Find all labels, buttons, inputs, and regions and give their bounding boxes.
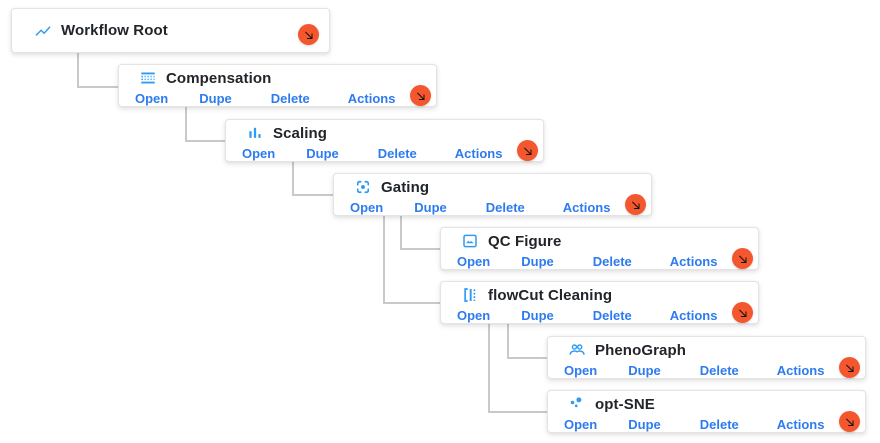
center-focus-icon [354, 178, 372, 196]
node-arrow-badge-button[interactable] [839, 411, 860, 432]
open-link[interactable]: Open [242, 146, 276, 161]
connector-line [185, 107, 187, 141]
node-workflow-root: Workflow Root [11, 8, 330, 53]
connector-line [77, 53, 79, 87]
south-east-arrow-icon [844, 416, 856, 428]
actions-link[interactable]: Actions [454, 146, 503, 161]
image-icon [461, 232, 479, 250]
connector-line [488, 411, 547, 413]
south-east-arrow-icon [630, 199, 642, 211]
node-phenograph: PhenoGraph Open Dupe Delete Actions [547, 336, 866, 379]
node-flowcut-cleaning: flowCut Cleaning Open Dupe Delete Action… [440, 281, 759, 324]
node-arrow-badge-button[interactable] [839, 357, 860, 378]
delete-link[interactable]: Delete [699, 417, 739, 432]
delete-link[interactable]: Delete [377, 146, 417, 161]
connector-line [383, 302, 440, 304]
open-link[interactable]: Open [564, 417, 598, 432]
connector-line [383, 216, 385, 303]
node-title-row: Gating [334, 174, 651, 200]
node-actions-row: Open Dupe Delete Actions [334, 200, 651, 215]
node-actions-row: Open Dupe Delete Actions [441, 308, 758, 323]
node-arrow-badge-button[interactable] [625, 194, 646, 215]
node-compensation: Compensation Open Dupe Delete Actions [118, 64, 437, 107]
connector-line [488, 324, 490, 412]
dupe-link[interactable]: Dupe [628, 417, 661, 432]
actions-link[interactable]: Actions [776, 417, 825, 432]
actions-link[interactable]: Actions [776, 363, 825, 378]
node-title: Gating [381, 178, 430, 196]
scatter-plot-icon [568, 395, 586, 413]
node-opt-sne: opt-SNE Open Dupe Delete Actions [547, 390, 866, 433]
dupe-link[interactable]: Dupe [414, 200, 447, 215]
open-link[interactable]: Open [457, 308, 491, 323]
node-actions-row: Open Dupe Delete Actions [548, 363, 865, 378]
south-east-arrow-icon [415, 90, 427, 102]
node-arrow-badge-button[interactable] [298, 24, 319, 45]
node-title: Workflow Root [61, 22, 168, 39]
node-title-row: PhenoGraph [548, 337, 865, 363]
dupe-link[interactable]: Dupe [521, 254, 554, 269]
delete-link[interactable]: Delete [699, 363, 739, 378]
open-link[interactable]: Open [135, 91, 169, 106]
south-east-arrow-icon [737, 253, 749, 265]
dupe-link[interactable]: Dupe [628, 363, 661, 378]
node-qc-figure: QC Figure Open Dupe Delete Actions [440, 227, 759, 270]
south-east-arrow-icon [737, 307, 749, 319]
node-actions-row: Open Dupe Delete Actions [119, 91, 436, 106]
connector-line [400, 216, 402, 249]
open-link[interactable]: Open [350, 200, 384, 215]
node-actions-row: Open Dupe Delete Actions [226, 146, 543, 161]
node-actions-row: Open Dupe Delete Actions [548, 417, 865, 432]
connector-line [292, 194, 333, 196]
delete-link[interactable]: Delete [270, 91, 310, 106]
delete-link[interactable]: Delete [592, 254, 632, 269]
node-title-row: QC Figure [441, 228, 758, 254]
actions-link[interactable]: Actions [669, 308, 718, 323]
node-gating: Gating Open Dupe Delete Actions [333, 173, 652, 216]
connector-line [400, 248, 440, 250]
line-chart-icon [34, 22, 52, 40]
node-title: Compensation [166, 69, 272, 87]
dupe-link[interactable]: Dupe [306, 146, 339, 161]
south-east-arrow-icon [303, 29, 315, 41]
south-east-arrow-icon [844, 362, 856, 374]
node-title-row: opt-SNE [548, 391, 865, 417]
connector-line [507, 324, 509, 358]
open-link[interactable]: Open [564, 363, 598, 378]
delete-link[interactable]: Delete [485, 200, 525, 215]
connector-line [292, 162, 294, 195]
node-arrow-badge-button[interactable] [732, 248, 753, 269]
node-title-row: Compensation [119, 65, 436, 91]
people-icon [568, 341, 586, 359]
node-title: flowCut Cleaning [488, 286, 613, 304]
split-bracket-icon [461, 286, 479, 304]
south-east-arrow-icon [522, 145, 534, 157]
node-arrow-badge-button[interactable] [517, 140, 538, 161]
bar-chart-icon [246, 124, 264, 142]
node-title: opt-SNE [595, 395, 655, 413]
connector-line [77, 86, 118, 88]
node-arrow-badge-button[interactable] [732, 302, 753, 323]
node-title: PhenoGraph [595, 341, 687, 359]
node-title-row: flowCut Cleaning [441, 282, 758, 308]
dupe-link[interactable]: Dupe [199, 91, 232, 106]
connector-line [507, 357, 547, 359]
node-scaling: Scaling Open Dupe Delete Actions [225, 119, 544, 162]
actions-link[interactable]: Actions [347, 91, 396, 106]
node-title-row: Scaling [226, 120, 543, 146]
matrix-table-icon [139, 69, 157, 87]
actions-link[interactable]: Actions [562, 200, 611, 215]
node-arrow-badge-button[interactable] [410, 85, 431, 106]
node-title: Scaling [273, 124, 328, 142]
delete-link[interactable]: Delete [592, 308, 632, 323]
dupe-link[interactable]: Dupe [521, 308, 554, 323]
node-title: QC Figure [488, 232, 562, 250]
connector-line [185, 140, 225, 142]
actions-link[interactable]: Actions [669, 254, 718, 269]
node-actions-row: Open Dupe Delete Actions [441, 254, 758, 269]
open-link[interactable]: Open [457, 254, 491, 269]
